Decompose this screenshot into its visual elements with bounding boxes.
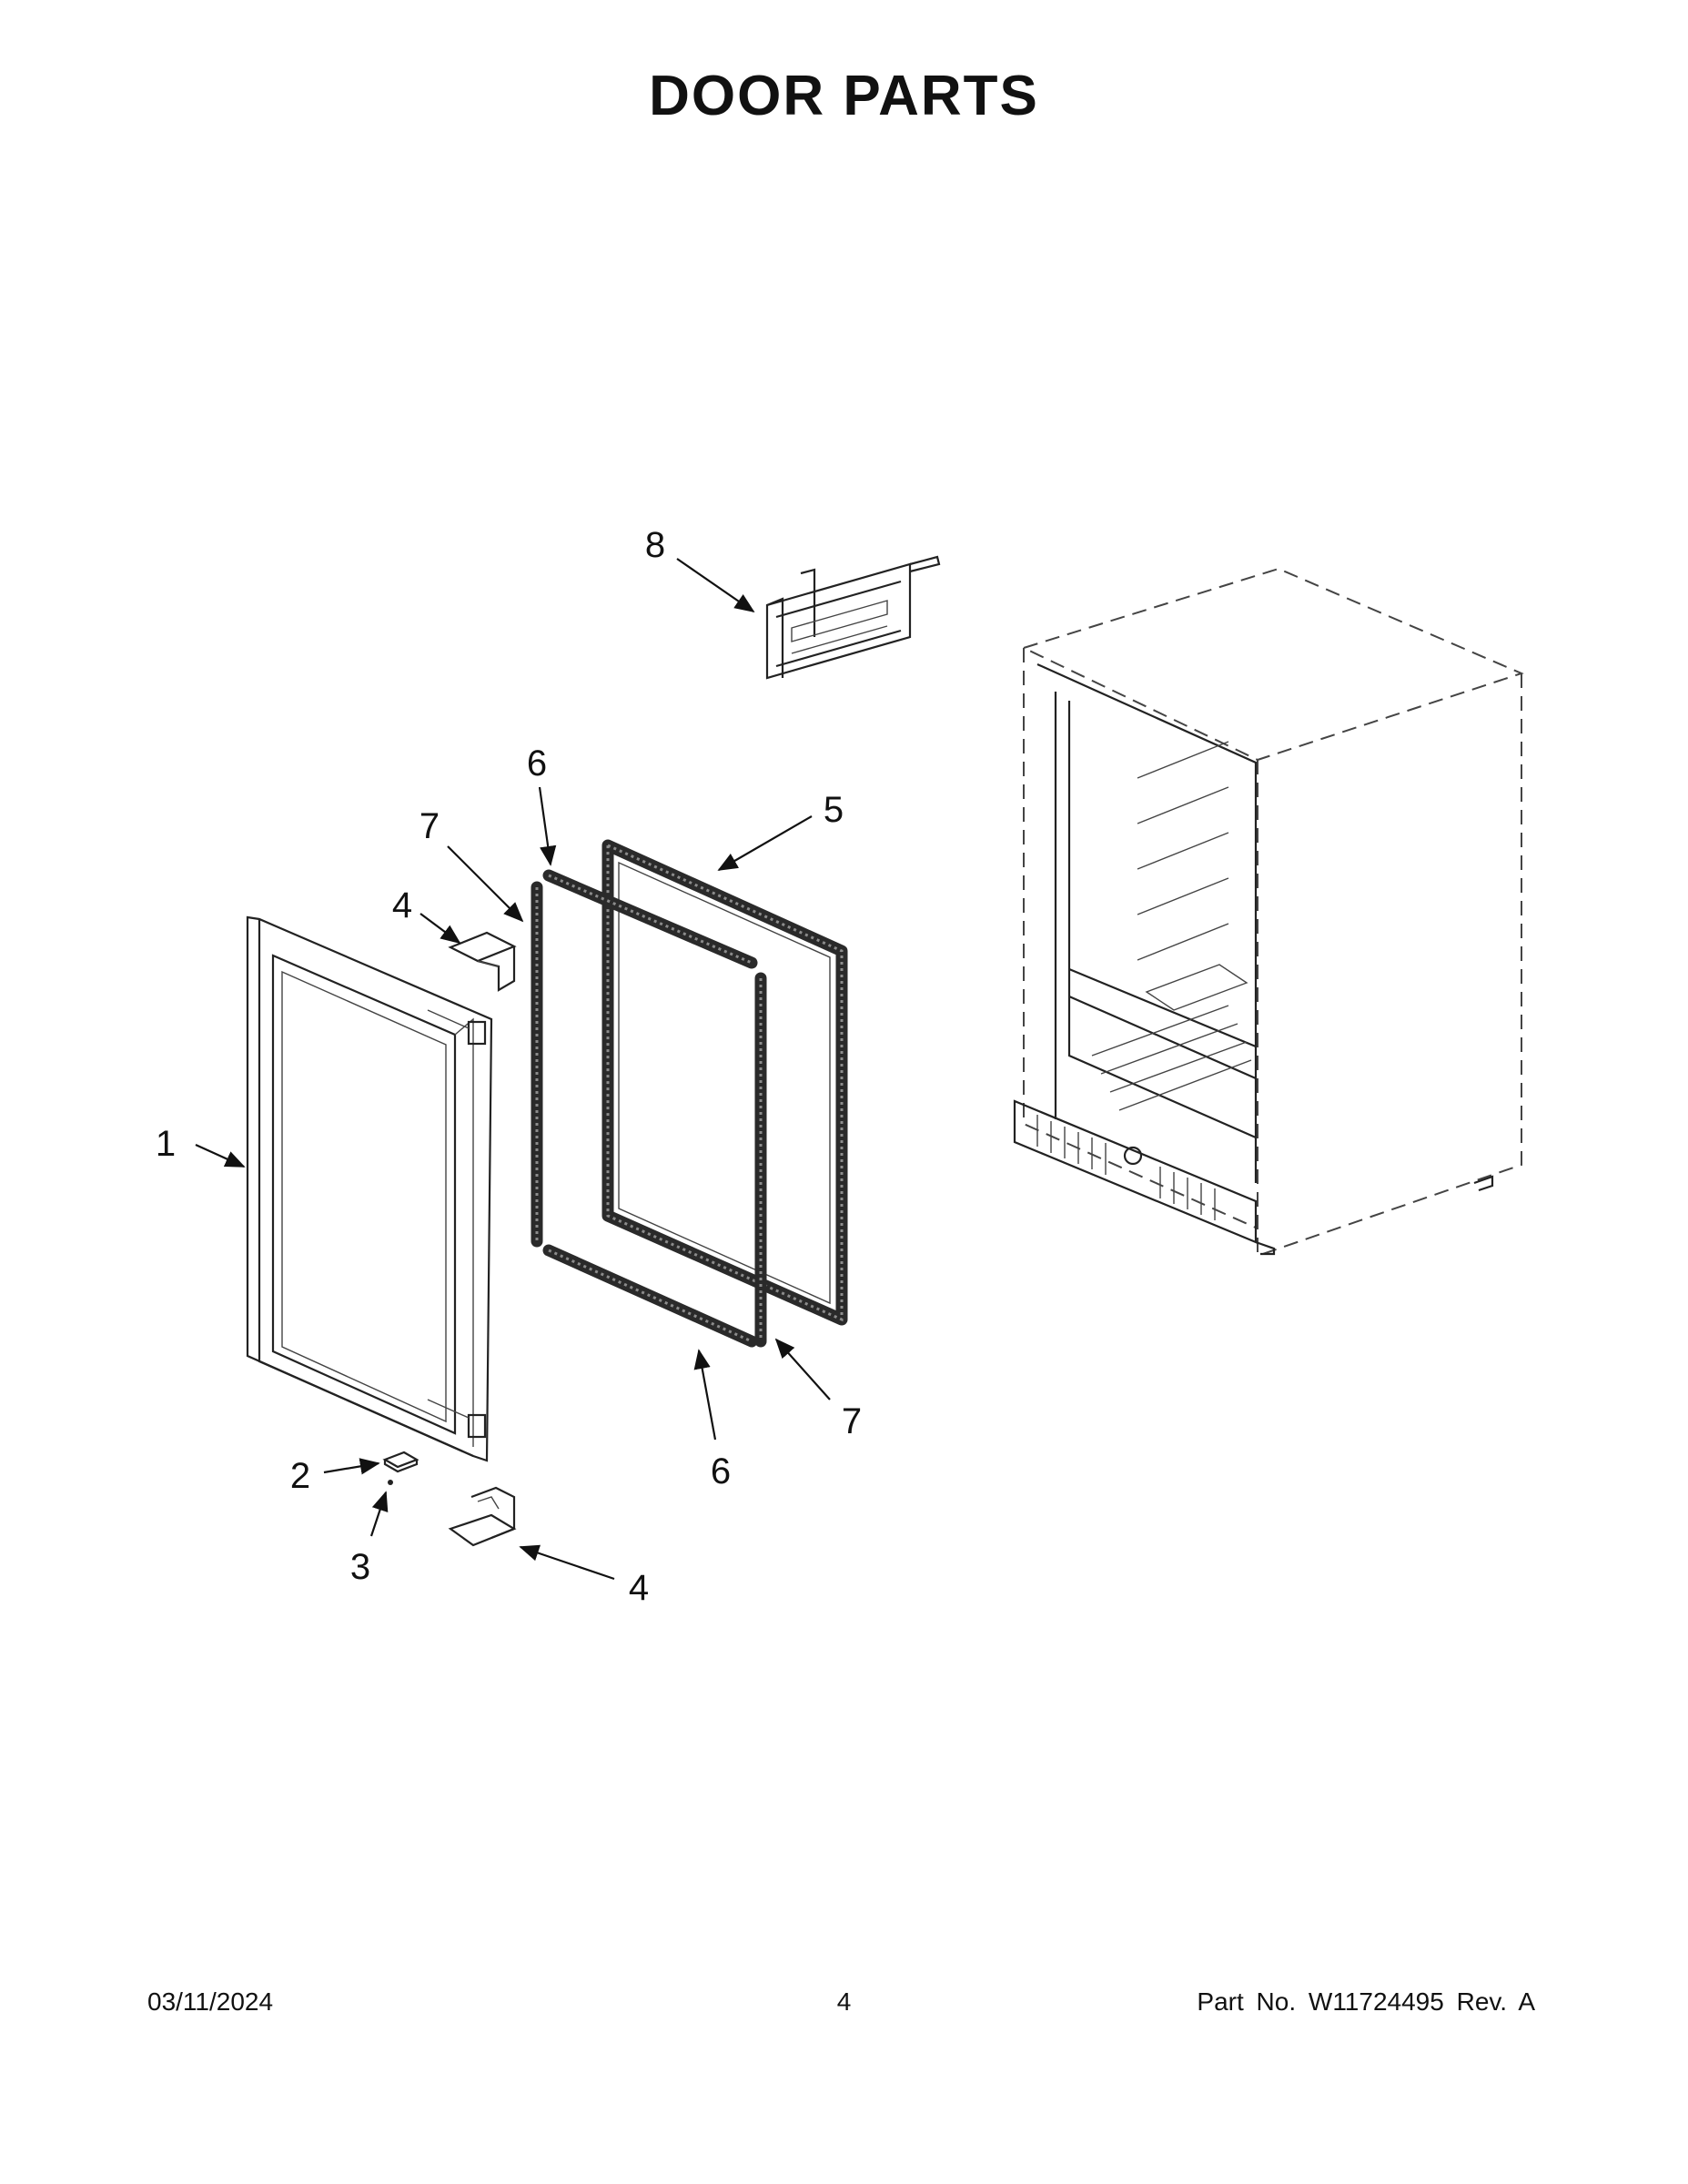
leader-1 xyxy=(195,1143,246,1168)
door-gasket-part xyxy=(601,839,848,1326)
leader-6a xyxy=(538,786,557,866)
callout-4a: 4 xyxy=(392,885,412,925)
hinge-assembly-part xyxy=(765,555,941,680)
leader-6b xyxy=(693,1349,717,1441)
gasket-strips-part xyxy=(531,869,767,1348)
callout-2: 2 xyxy=(290,1456,310,1496)
hinge-cover-top-part xyxy=(448,931,517,992)
leader-4a xyxy=(419,913,461,945)
callout-5: 5 xyxy=(824,790,844,830)
callout-8: 8 xyxy=(645,525,665,565)
screw-part xyxy=(388,1480,393,1485)
callout-6b: 6 xyxy=(711,1451,731,1491)
leader-3 xyxy=(369,1491,389,1537)
hinge-bracket-part xyxy=(382,1451,419,1473)
callout-1: 1 xyxy=(156,1124,176,1164)
callout-4b: 4 xyxy=(629,1568,649,1608)
leader-8 xyxy=(676,558,755,613)
callout-6a: 6 xyxy=(527,743,547,784)
leader-lines xyxy=(195,558,831,1581)
leader-7b xyxy=(774,1338,831,1400)
page-title: DOOR PARTS xyxy=(649,65,1039,127)
door-part xyxy=(246,915,493,1462)
cabinet-outline xyxy=(1013,567,1524,1257)
footer-part-number: Part No. W11724495 Rev. A xyxy=(1197,1987,1535,2016)
leader-7a xyxy=(447,845,524,923)
leader-2 xyxy=(323,1458,380,1475)
callout-7a: 7 xyxy=(419,806,440,846)
callout-labels: 1 2 3 4 4 5 6 6 7 7 8 xyxy=(156,525,862,1608)
hinge-cover-bottom-part xyxy=(448,1486,517,1547)
footer-date: 03/11/2024 xyxy=(147,1987,274,2016)
callout-3: 3 xyxy=(350,1547,370,1587)
callout-7b: 7 xyxy=(842,1401,862,1441)
leader-4b xyxy=(519,1544,615,1581)
leader-5 xyxy=(717,815,813,871)
footer-page-number: 4 xyxy=(836,1987,852,2016)
